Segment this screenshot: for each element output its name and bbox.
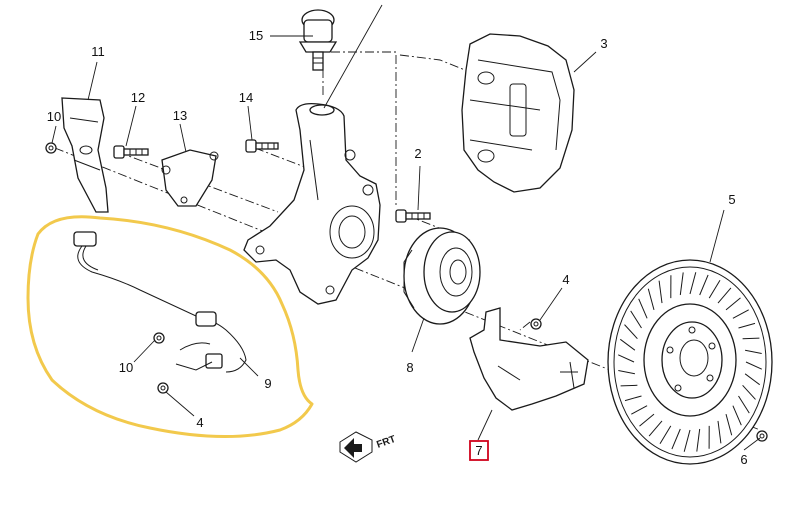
front-direction-marker: FRT — [340, 432, 397, 462]
callout-14: 14 — [239, 90, 253, 105]
splash-shield-part — [62, 98, 108, 212]
callout-6: 6 — [740, 452, 747, 467]
bolt-4-lower — [158, 383, 168, 393]
bolt-10-lower — [154, 333, 164, 343]
callout-8: 8 — [406, 360, 413, 375]
hub-bolt-part — [396, 210, 430, 222]
callout-7: 7 — [470, 441, 488, 460]
rotor-slot — [743, 338, 760, 339]
callout-5: 5 — [728, 192, 735, 207]
wheel-speed-sensor-part — [74, 232, 246, 372]
bracket-part — [162, 150, 218, 206]
callout-2: 2 — [414, 146, 421, 161]
callout-9: 9 — [264, 376, 271, 391]
callout-3: 3 — [600, 36, 607, 51]
callout-10-lower: 10 — [119, 360, 133, 375]
caliper-part — [462, 34, 574, 192]
callout-13: 13 — [173, 108, 187, 123]
hub-bearing-part — [404, 228, 480, 324]
frt-label: FRT — [375, 434, 397, 451]
callout-11: 11 — [91, 44, 105, 59]
bolt-4-shield — [531, 319, 541, 329]
rotor-slot — [621, 385, 638, 386]
callout-4-sensor: 4 — [196, 415, 203, 430]
ball-joint-part — [300, 10, 336, 70]
brake-rotor-part — [608, 260, 772, 464]
callout-7-text: 7 — [475, 443, 482, 458]
bolt-10-upper — [46, 143, 56, 153]
bolt-12 — [114, 146, 148, 158]
callout-15: 15 — [249, 28, 263, 43]
callout-4-shield: 4 — [562, 272, 569, 287]
callout-10-upper: 10 — [47, 109, 61, 124]
callout-12: 12 — [131, 90, 145, 105]
